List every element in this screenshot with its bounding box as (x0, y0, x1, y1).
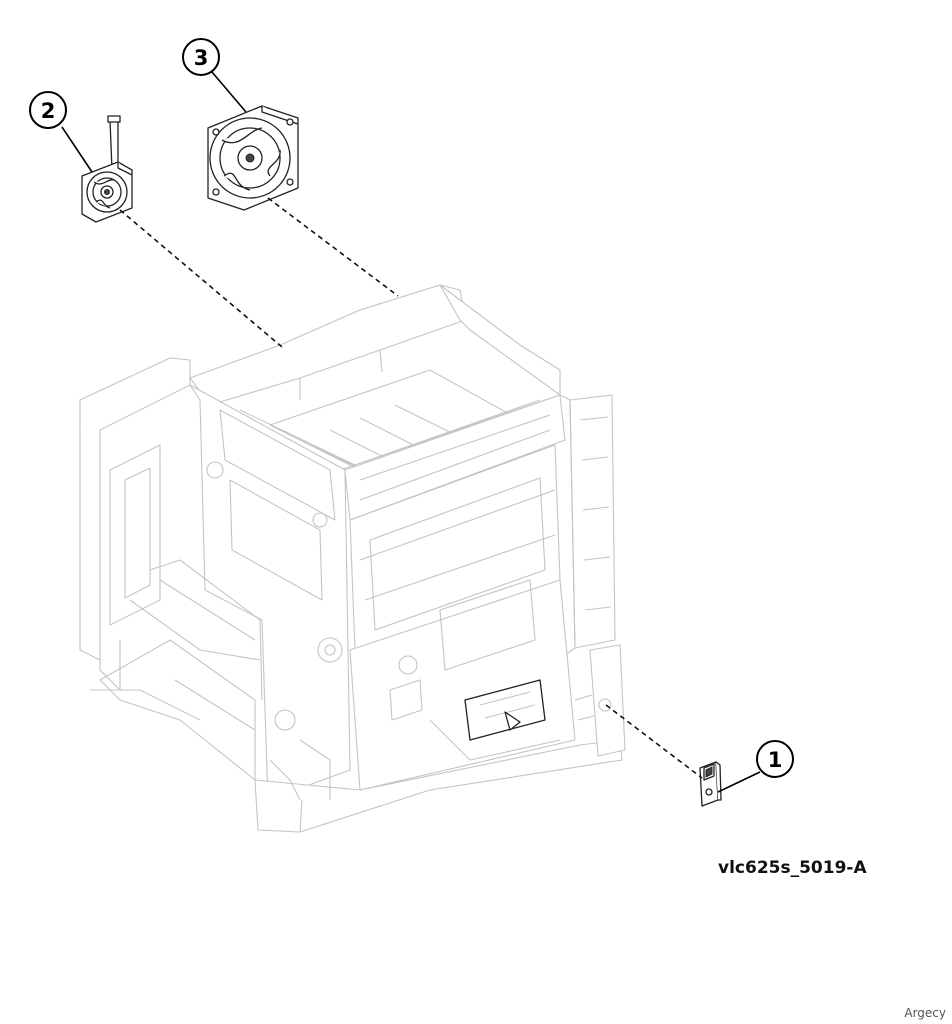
watermark-text: Argecy (904, 1006, 946, 1020)
assembly-line-sensor-bracket (605, 704, 703, 779)
assembly-line-small-fan (119, 209, 283, 348)
small-fan-part (81, 115, 133, 223)
sensor-bracket-part (699, 761, 722, 807)
callout-2: 2 (29, 91, 67, 129)
callout-leader-3 (211, 71, 247, 113)
callout-number-3: 3 (194, 46, 209, 70)
callout-3: 3 (182, 38, 220, 76)
assembly-line-large-fan (267, 197, 399, 297)
callout-leader-2 (61, 126, 93, 173)
callout-number-2: 2 (41, 99, 56, 123)
printer-chassis-frame (79, 284, 626, 833)
callout-1: 1 (756, 740, 794, 778)
callout-leader-1 (717, 771, 761, 793)
callout-number-1: 1 (768, 748, 783, 772)
figure-identifier: vlc625s_5019-A (718, 858, 867, 878)
large-fan-part (207, 105, 299, 211)
